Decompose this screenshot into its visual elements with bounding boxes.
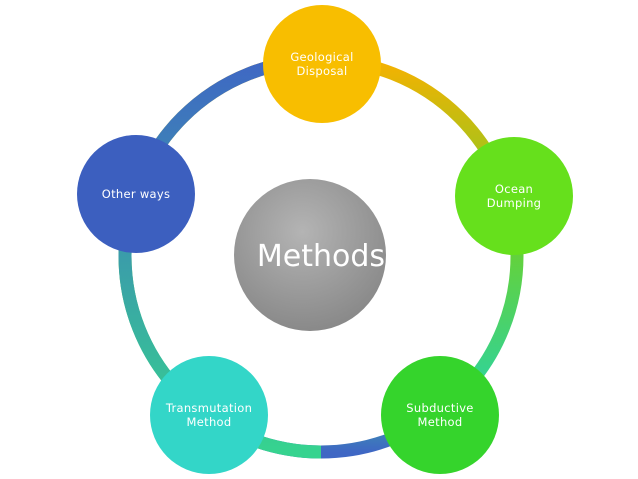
method-node-circle xyxy=(77,135,195,253)
method-node-label: Disposal xyxy=(296,64,347,78)
method-node-label: Method xyxy=(187,415,232,429)
method-node-label: Subductive xyxy=(406,401,473,415)
method-node-circle xyxy=(455,137,573,255)
center-circle xyxy=(234,179,386,331)
center-node: Methods xyxy=(234,179,386,331)
method-node-label: Dumping xyxy=(487,196,542,210)
method-node-circle xyxy=(381,356,499,474)
method-node-label: Method xyxy=(418,415,463,429)
method-node-circle xyxy=(263,5,381,123)
method-nodes: GeologicalDisposalOceanDumpingSubductive… xyxy=(77,5,573,474)
method-node-label: Ocean xyxy=(495,182,533,196)
method-node-circle xyxy=(150,356,268,474)
center-label: Methods xyxy=(257,239,385,274)
method-node-label: Other ways xyxy=(102,187,171,201)
method-node-label: Transmutation xyxy=(165,401,252,415)
method-node-label: Geological xyxy=(290,50,353,64)
method-node-5: Other ways xyxy=(77,135,195,253)
